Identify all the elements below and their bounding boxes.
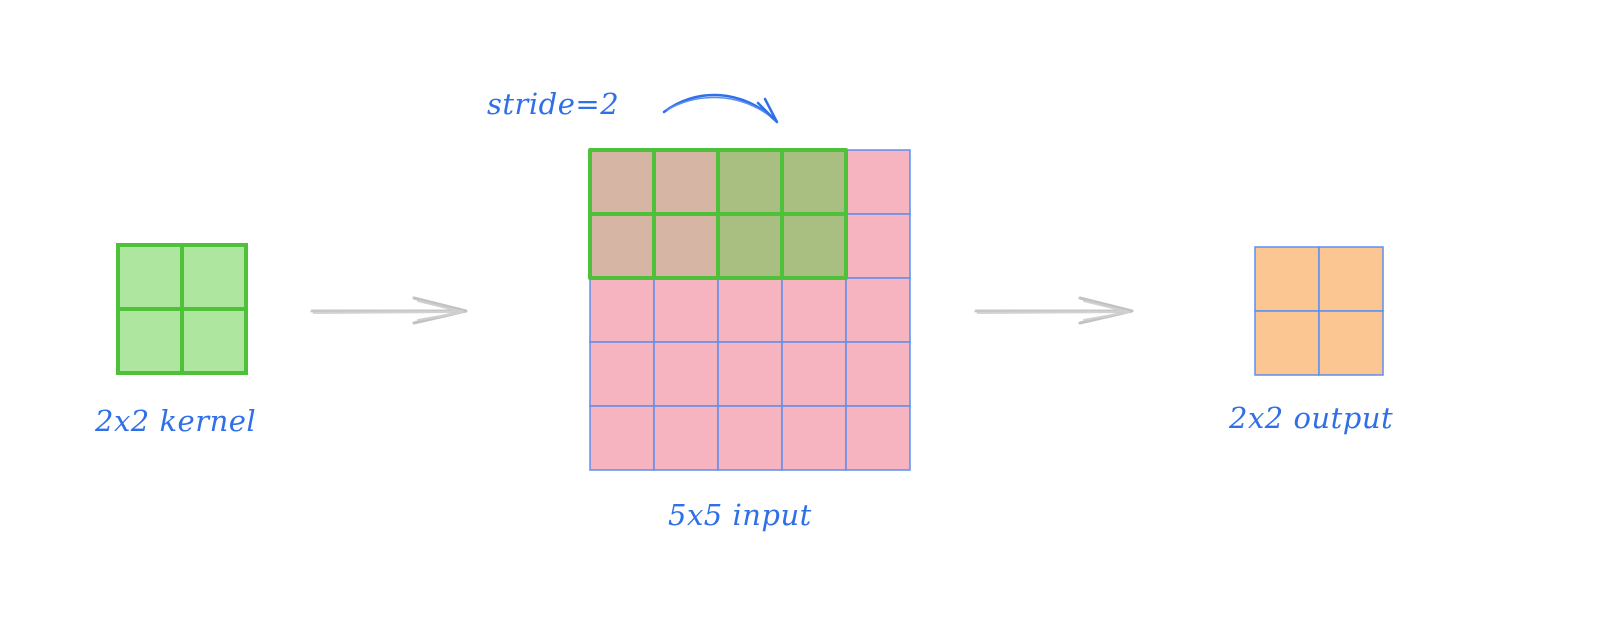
input-cell bbox=[717, 149, 783, 215]
output-cell bbox=[1254, 310, 1320, 376]
input-cell bbox=[717, 341, 783, 407]
kernel-cell bbox=[116, 307, 184, 375]
input-cell bbox=[781, 405, 847, 471]
input-cell bbox=[653, 405, 719, 471]
output-cell bbox=[1318, 246, 1384, 312]
input-cell bbox=[653, 341, 719, 407]
kernel-grid bbox=[116, 243, 248, 375]
output-grid bbox=[1254, 246, 1384, 376]
kernel-window-cell bbox=[780, 212, 848, 280]
stride-label: stride=2 bbox=[487, 87, 620, 121]
input-cell bbox=[589, 277, 655, 343]
input-cell bbox=[589, 213, 655, 279]
arrow-kernel-to-input bbox=[310, 296, 468, 325]
arrow-input-to-output bbox=[974, 296, 1134, 325]
input-label: 5x5 input bbox=[668, 498, 812, 532]
input-cell bbox=[589, 341, 655, 407]
input-cell bbox=[845, 277, 911, 343]
input-cell bbox=[781, 213, 847, 279]
input-cell bbox=[845, 149, 911, 215]
kernel-cell bbox=[116, 243, 184, 311]
input-cell bbox=[717, 213, 783, 279]
input-cell bbox=[717, 405, 783, 471]
stride-arrow bbox=[662, 93, 779, 124]
input-cell bbox=[781, 341, 847, 407]
input-cell bbox=[589, 149, 655, 215]
output-cell bbox=[1254, 246, 1320, 312]
input-cell bbox=[845, 213, 911, 279]
kernel-cell bbox=[180, 243, 248, 311]
output-label: 2x2 output bbox=[1229, 401, 1394, 435]
input-cell bbox=[589, 405, 655, 471]
input-cell bbox=[717, 277, 783, 343]
input-cell bbox=[653, 277, 719, 343]
input-cell bbox=[653, 213, 719, 279]
input-cell bbox=[845, 405, 911, 471]
input-cell bbox=[781, 277, 847, 343]
input-cell bbox=[845, 341, 911, 407]
output-cell bbox=[1318, 310, 1384, 376]
input-cell bbox=[653, 149, 719, 215]
input-cell bbox=[781, 149, 847, 215]
input-grid bbox=[588, 148, 911, 471]
kernel-label: 2x2 kernel bbox=[95, 404, 257, 438]
kernel-cell bbox=[180, 307, 248, 375]
